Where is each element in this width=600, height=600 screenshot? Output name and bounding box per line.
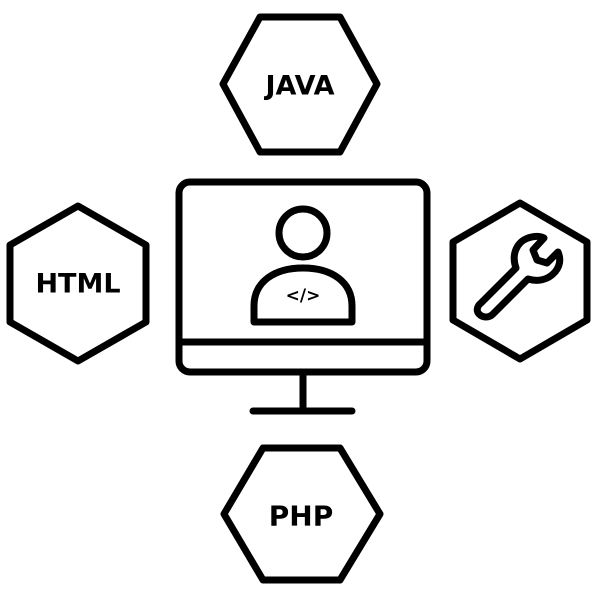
hexagon-php: PHP xyxy=(220,444,384,584)
code-symbol: </> xyxy=(286,286,321,306)
monitor-icon: </> xyxy=(175,178,431,415)
hexagon-java: JAVA xyxy=(219,13,381,156)
html-label: HTML xyxy=(35,269,120,300)
avatar-body xyxy=(250,264,356,326)
developer-avatar-icon: </> xyxy=(250,205,356,326)
hexagon-shape xyxy=(219,13,381,156)
wrench-icon xyxy=(473,233,564,321)
hexagon-shape xyxy=(220,444,384,584)
java-label: JAVA xyxy=(263,71,334,102)
php-label: PHP xyxy=(269,500,333,533)
avatar-head xyxy=(275,205,331,261)
hexagon-tools xyxy=(449,199,591,363)
hexagon-shape xyxy=(6,202,150,365)
hexagon-html: HTML xyxy=(6,202,150,365)
hexagon-shape xyxy=(449,199,591,363)
